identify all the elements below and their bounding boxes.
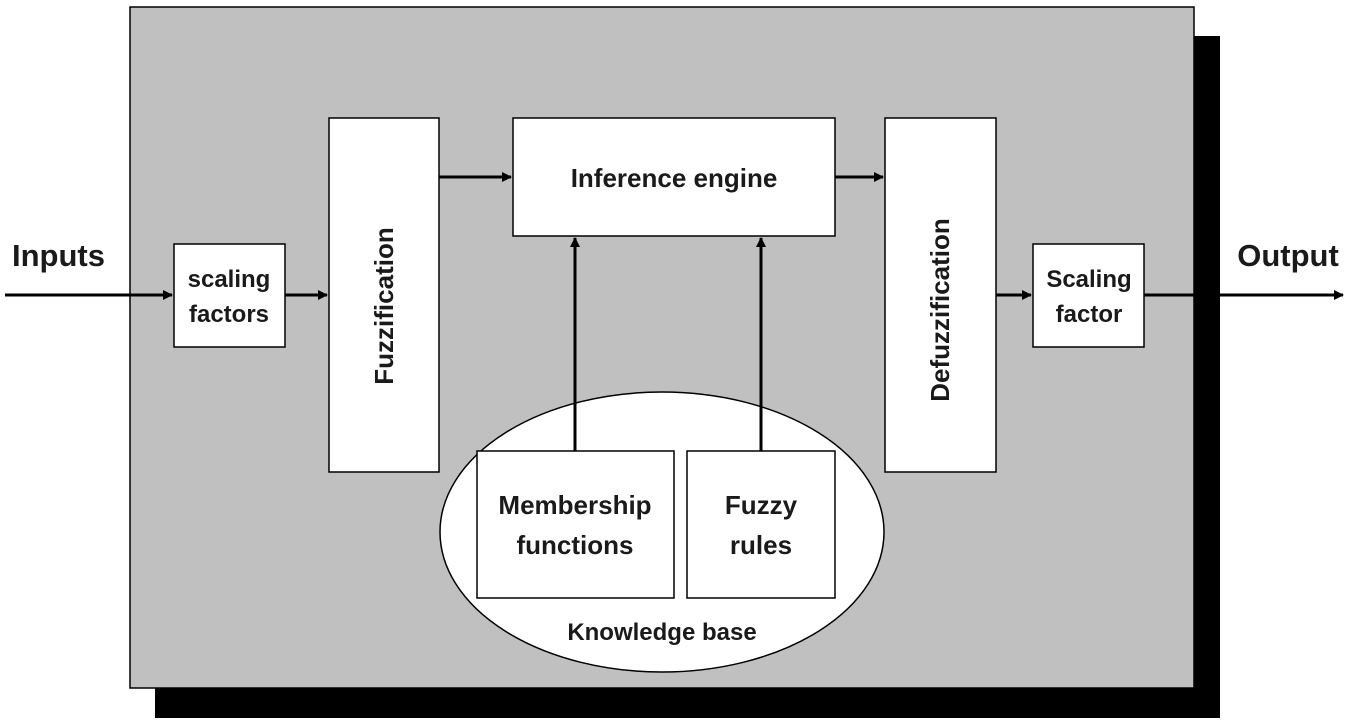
- scaling-factor-label-line1: Scaling: [1046, 266, 1131, 293]
- fuzzy-rules-label-line1: Fuzzy: [725, 490, 798, 520]
- fuzzification-block: [328, 117, 440, 473]
- output-label: Output: [1237, 238, 1339, 273]
- scaling-factors-block: [173, 243, 286, 348]
- scaling-factors-label-line1: scaling: [188, 266, 271, 293]
- fuzzy-rules-block: [686, 450, 836, 599]
- defuzzification-label: Defuzzification: [925, 218, 955, 401]
- knowledge-base-label: Knowledge base: [567, 619, 756, 646]
- scaling-factors-label-line2: factors: [189, 301, 269, 328]
- defuzzification-block: [884, 117, 997, 473]
- membership-functions-label-line1: Membership: [498, 490, 651, 520]
- inputs-label: Inputs: [12, 238, 105, 273]
- scaling-factor-label-line2: factor: [1056, 301, 1123, 328]
- membership-functions-block: [476, 450, 675, 599]
- fuzzy-rules-label-line2: rules: [730, 530, 792, 560]
- inference-engine-block: [512, 117, 836, 237]
- fuzzification-label: Fuzzification: [369, 227, 399, 384]
- scaling-factor-block: [1032, 243, 1145, 348]
- membership-functions-label-line2: functions: [517, 530, 634, 560]
- inference-engine-label: Inference engine: [571, 163, 778, 193]
